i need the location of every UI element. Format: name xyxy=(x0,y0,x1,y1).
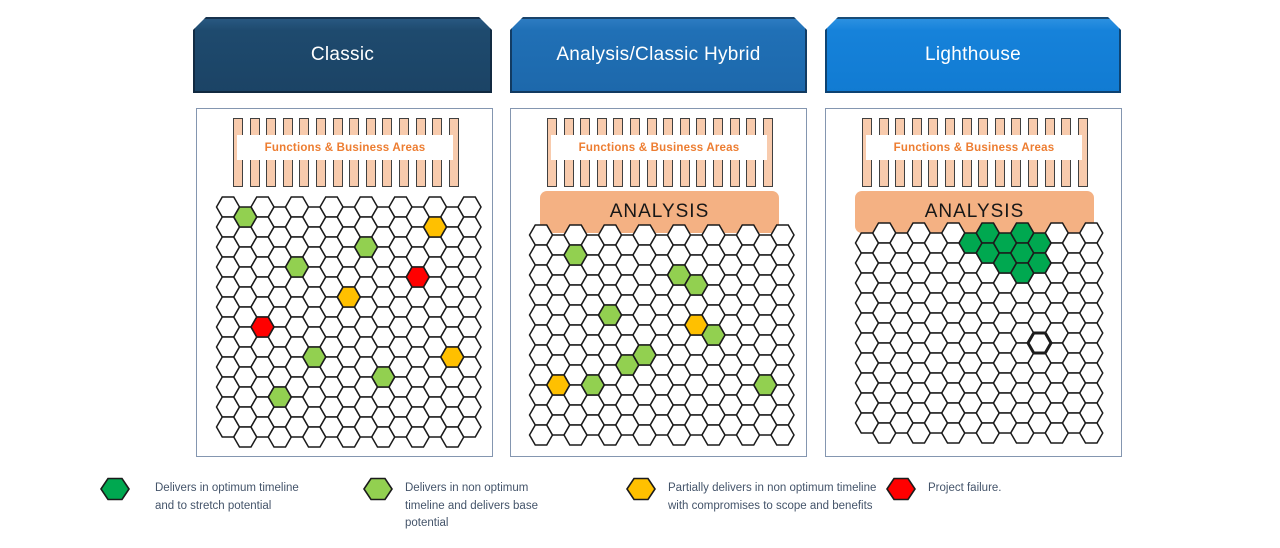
hexagon-cell xyxy=(770,224,795,246)
hexagon-cell xyxy=(1078,242,1104,264)
hexagon-cell xyxy=(267,386,293,408)
hexagon-cell xyxy=(545,374,571,396)
hexagon-cell xyxy=(1078,222,1104,244)
panel-hybrid: Functions & Business Areas ANALYSIS xyxy=(510,108,807,457)
header-lighthouse-title: Lighthouse xyxy=(925,44,1021,65)
hexagon-cell xyxy=(457,256,482,278)
hexagon-cell xyxy=(580,374,606,396)
legend-label: Project failure. xyxy=(928,482,1002,494)
hexagon-cell xyxy=(597,304,623,326)
hexagon-cell xyxy=(457,236,482,258)
hexagon-cell xyxy=(770,324,795,346)
hexagon-cell xyxy=(770,404,795,426)
header-classic-title: Classic xyxy=(310,44,375,65)
functions-label: Functions & Business Areas xyxy=(866,135,1082,160)
red-hexagon-icon xyxy=(886,477,916,501)
hexagon-cell xyxy=(370,366,396,388)
header-classic: Classic xyxy=(193,17,492,93)
honeycomb-grid-lighthouse xyxy=(854,222,1104,444)
hexagon-cell xyxy=(632,344,657,366)
hexagon-cell xyxy=(1026,331,1053,355)
hexagon-cell xyxy=(301,346,327,368)
panel-lighthouse: Functions & Business Areas ANALYSIS xyxy=(825,108,1122,457)
hexagon-cell xyxy=(1078,362,1104,384)
hexagon-cell xyxy=(457,396,482,418)
hexagon-cell xyxy=(770,284,795,306)
hexagon-cell xyxy=(752,374,778,396)
hexagon-cell xyxy=(770,424,795,446)
hexagon-cell xyxy=(1027,252,1052,274)
hexagon-cell xyxy=(1078,382,1104,404)
hexagon-cell xyxy=(701,324,726,346)
hexagon-cell xyxy=(1078,322,1104,344)
hexagon-cell xyxy=(1027,232,1052,254)
hexagon-cell xyxy=(457,376,482,398)
hexagon-cell xyxy=(683,274,709,296)
header-hybrid: Analysis/Classic Hybrid xyxy=(510,17,807,93)
hexagon-cell xyxy=(1078,422,1104,444)
hexagon-cell xyxy=(457,416,482,438)
hexagon-cell xyxy=(563,244,588,266)
hexagon-cell xyxy=(405,266,431,288)
hexagon-cell xyxy=(250,316,275,338)
hexagon-cell xyxy=(457,216,482,238)
honeycomb-grid-hybrid xyxy=(528,224,795,446)
hexagon-cell xyxy=(1078,302,1104,324)
legend-label: Delivers in optimum timeline and to stre… xyxy=(155,482,299,512)
hexagon-cell xyxy=(770,304,795,326)
light-green-hexagon-icon xyxy=(363,477,393,501)
hexagon-cell xyxy=(457,296,482,318)
hexagon-cell xyxy=(457,196,482,218)
hexagon-cell xyxy=(457,276,482,298)
functions-label: Functions & Business Areas xyxy=(551,135,767,160)
hexagon-cell xyxy=(284,256,310,278)
dark-green-hexagon-icon xyxy=(100,477,130,501)
functions-label: Functions & Business Areas xyxy=(237,135,453,160)
hexagon-cell xyxy=(770,244,795,266)
legend-label: Delivers in non optimum timeline and del… xyxy=(405,482,538,529)
hexagon-cell xyxy=(422,216,448,238)
hexagon-cell xyxy=(336,286,362,308)
hexagon-cell xyxy=(439,346,465,368)
header-lighthouse: Lighthouse xyxy=(825,17,1121,93)
amber-hexagon-icon xyxy=(626,477,656,501)
hexagon-cell xyxy=(232,206,258,228)
honeycomb-grid-classic xyxy=(215,196,482,448)
hexagon-cell xyxy=(770,344,795,366)
hexagon-cell xyxy=(1078,402,1104,424)
hexagon-cell xyxy=(770,264,795,286)
hexagon-cell xyxy=(353,236,379,258)
panel-classic: Functions & Business Areas xyxy=(196,108,493,457)
hexagon-cell xyxy=(1078,342,1104,364)
header-hybrid-title: Analysis/Classic Hybrid xyxy=(556,44,761,65)
hexagon-cell xyxy=(1078,262,1104,284)
hexagon-cell xyxy=(1078,282,1104,304)
hexagon-cell xyxy=(457,316,482,338)
legend-label: Partially delivers in non optimum timeli… xyxy=(668,482,877,512)
